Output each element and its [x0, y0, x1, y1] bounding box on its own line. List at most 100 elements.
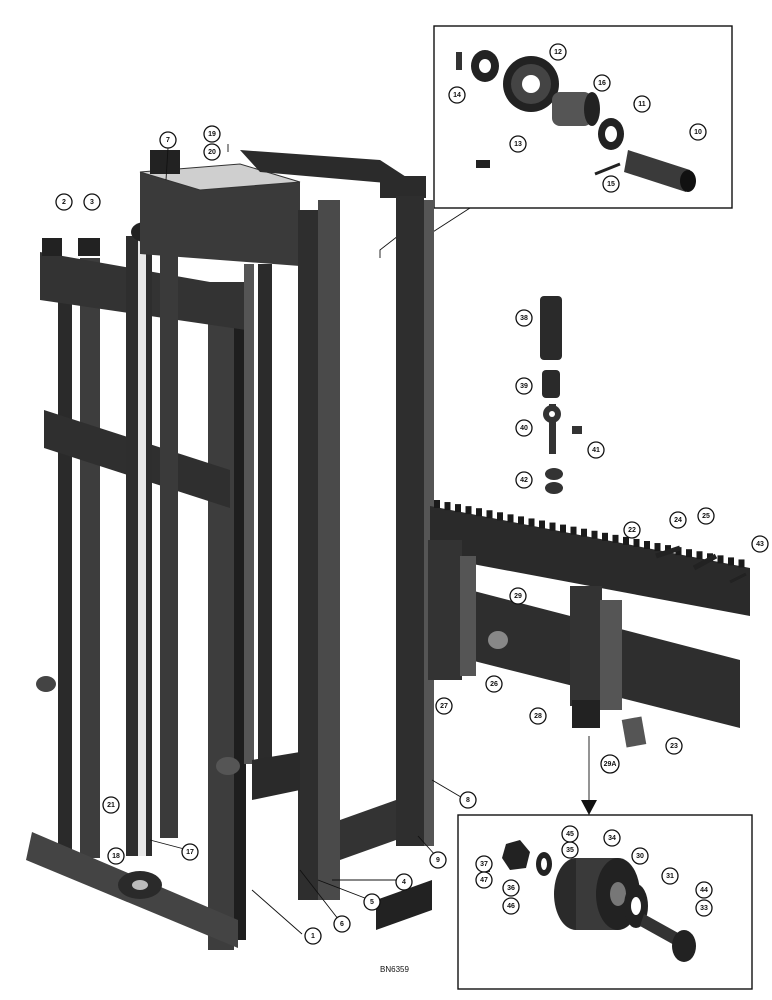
callout-label: 9: [436, 857, 440, 864]
callout-13: 13: [509, 135, 527, 153]
callout-circle: [181, 843, 199, 861]
callout-label: 8: [466, 797, 470, 804]
callout-circle: [509, 587, 527, 605]
callout-label: 44: [700, 887, 708, 894]
callout-label: 3: [90, 199, 94, 206]
callout-circle: [623, 521, 641, 539]
callout-circle: [509, 135, 527, 153]
rack-tooth: [434, 500, 440, 508]
rack-tooth: [591, 530, 598, 539]
rack-tooth: [675, 547, 682, 556]
callout-circle: [459, 791, 477, 809]
callout-circle: [515, 309, 533, 327]
callout-27: 27: [435, 697, 453, 715]
rack-tooth: [539, 520, 545, 529]
callout-label: 40: [520, 425, 528, 432]
callout-circle: [107, 847, 125, 865]
callout-circle: [203, 143, 221, 161]
callout-28: 28: [529, 707, 547, 725]
callout-3: 3: [83, 193, 101, 211]
callout-label: 46: [507, 903, 515, 910]
callout-label: 15: [607, 181, 615, 188]
callout-label: 4: [402, 879, 406, 886]
rack-tooth: [738, 559, 745, 568]
callout-11: 11: [633, 95, 651, 113]
callout-label: 41: [592, 447, 600, 454]
callout-circle: [55, 193, 73, 211]
callout-label: 5: [370, 899, 374, 906]
callout-label: 28: [534, 713, 542, 720]
callout-25: 25: [697, 507, 715, 525]
callout-label: 25: [702, 513, 710, 520]
rack-tooth: [528, 518, 535, 527]
rack-and-bar: [428, 500, 750, 748]
callout-circle: [633, 95, 651, 113]
callout-18: 18: [107, 847, 125, 865]
callout-label: 17: [186, 849, 194, 856]
callout-label: 7: [166, 137, 170, 144]
callout-circle: [435, 697, 453, 715]
rack-tooth: [644, 541, 650, 549]
callout-circle: [83, 193, 101, 211]
callout-label: 27: [440, 703, 448, 710]
callout-9: 9: [429, 851, 447, 869]
callout-41: 41: [587, 441, 605, 459]
callout-circle: [602, 175, 620, 193]
callout-circle: [600, 754, 620, 774]
callout-circle: [751, 535, 769, 553]
callout-circle: [697, 507, 715, 525]
callout-label: 31: [666, 873, 674, 880]
callout-5: 5: [363, 893, 381, 911]
chain-anchor-parts: [540, 296, 582, 494]
callout-circle: [448, 86, 466, 104]
callout-circle: [502, 897, 520, 915]
callout-40: 40: [515, 419, 533, 437]
rack-tooth: [465, 506, 472, 515]
callout-29a: 29A: [600, 754, 620, 774]
roller-detail-inset: [457, 736, 753, 990]
callout-circle: [515, 471, 533, 489]
callout-label: 18: [112, 853, 120, 860]
callout-4: 4: [395, 873, 413, 891]
rack-tooth: [696, 551, 703, 560]
callout-label: 36: [507, 885, 515, 892]
rack-tooth: [486, 510, 493, 519]
callout-44: 44: [695, 881, 713, 899]
rack-tooth: [455, 504, 461, 513]
callout-label: 34: [608, 835, 616, 842]
callout-circle: [669, 511, 687, 529]
lift-cylinder: [126, 222, 178, 856]
base-crossbar: [26, 832, 238, 948]
rack-tooth: [497, 512, 503, 521]
callout-label: 37: [480, 861, 488, 868]
callout-circle: [515, 419, 533, 437]
outer-mast-upright: [36, 238, 246, 950]
callout-label: 42: [520, 477, 528, 484]
rack-teeth: [434, 500, 745, 568]
callout-14: 14: [448, 86, 466, 104]
rack-tooth: [633, 538, 640, 547]
callout-label: 24: [674, 517, 682, 524]
callout-30: 30: [631, 847, 649, 865]
sprocket-detail-inset: [379, 25, 733, 258]
callout-7: 7: [159, 131, 177, 149]
rack-tooth: [518, 516, 524, 525]
callout-label: 23: [670, 743, 678, 750]
callout-circle: [159, 131, 177, 149]
callout-label: 10: [694, 129, 702, 136]
callout-38: 38: [515, 309, 533, 327]
callout-circle: [661, 867, 679, 885]
rack-tooth: [560, 524, 566, 533]
leader-lines: [149, 144, 467, 935]
callout-42: 42: [515, 471, 533, 489]
callout-label: 12: [554, 49, 562, 56]
callout-label: 43: [756, 541, 764, 548]
callout-label: 6: [340, 921, 344, 928]
callout-circle: [485, 675, 503, 693]
callout-34: 34: [603, 829, 621, 847]
callout-circle: [429, 851, 447, 869]
rack-tooth: [665, 545, 671, 554]
callout-26: 26: [485, 675, 503, 693]
callout-circle: [502, 879, 520, 897]
rack-tooth: [549, 522, 556, 531]
